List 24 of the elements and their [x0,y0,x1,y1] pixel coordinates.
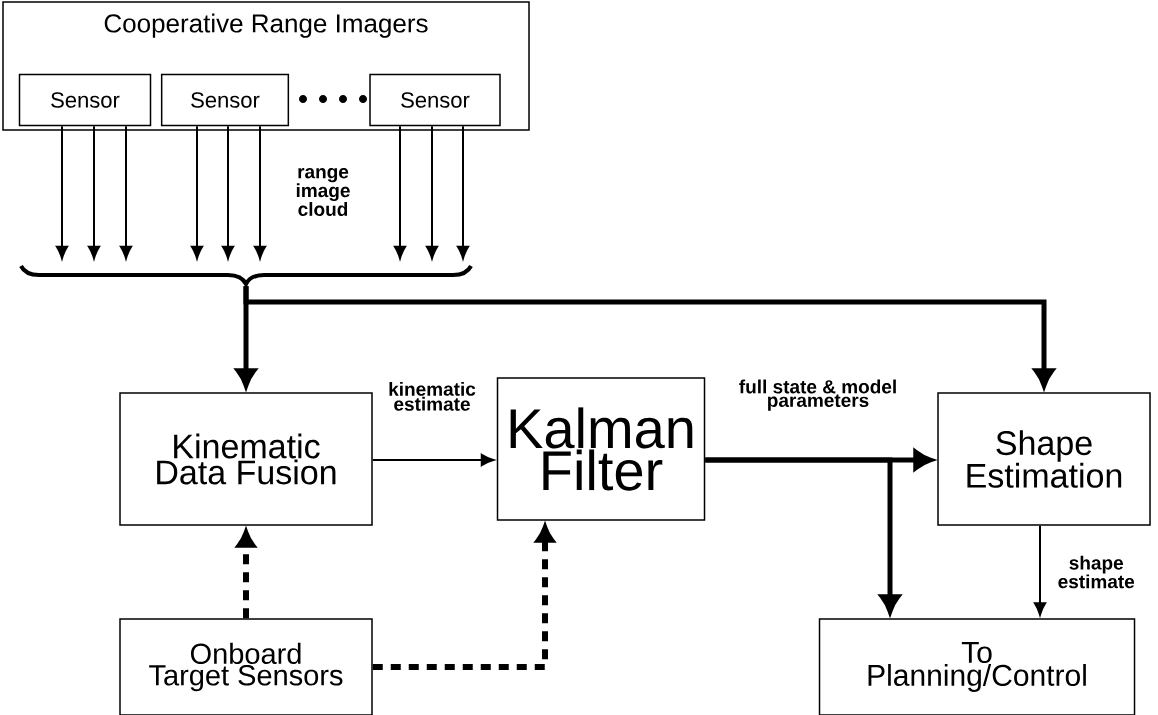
arrow [425,125,439,260]
sensor-box: Sensor [160,73,290,127]
arrow [253,125,267,260]
arrow [221,125,235,260]
arrow [456,125,470,260]
process-box: Shape Estimation [937,392,1151,526]
arrow [87,125,101,260]
edge-label: kinematic estimate [376,380,488,412]
arrow [1033,524,1047,616]
process-box: To Planning/Control [818,618,1136,715]
process-box: Kinematic Data Fusion [119,392,373,526]
arrow [190,125,204,260]
edge-label: shape estimate [1050,554,1143,590]
arrow [119,125,133,260]
sensor-box: Sensor [369,73,501,127]
edge-label: full state & model parameters [732,378,904,412]
arrow [55,125,69,260]
arrow [393,125,407,260]
arrow [371,453,495,467]
brace [19,264,473,286]
process-box: Onboard Target Sensors [119,618,373,715]
annotation: range image cloud [296,168,350,216]
process-box: Kalman Filter [496,377,706,521]
sensor-box: Sensor [18,73,152,127]
